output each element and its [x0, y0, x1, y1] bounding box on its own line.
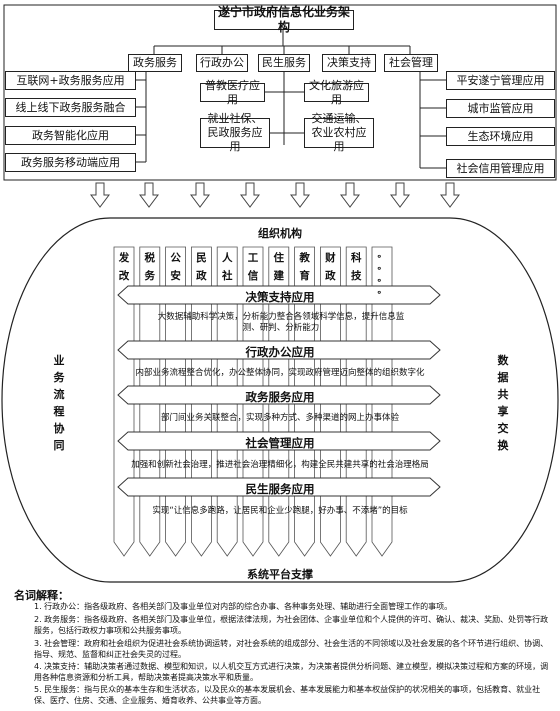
category-livelihood: 民生服务 [258, 54, 310, 72]
left-side-label: 业务流程协同 [52, 352, 66, 454]
department-label: 民政 [196, 252, 207, 282]
mid-app-culture-tourism: 文化旅游应用 [304, 79, 369, 106]
layer-decision-desc: 大数据辅助科学决策，分析能力整合各领域科学信息，提升信息监测、研判、分析能力 [157, 312, 405, 334]
department-label: 税务 [144, 252, 156, 282]
top-frame [3, 4, 557, 181]
right-app-3: 生态环境应用 [446, 127, 555, 146]
layer-admin-desc: 内部业务流程整合优化，办公整体协同，实现政府管理迈向整体的组织数字化 [135, 368, 425, 378]
category-decision: 决策支持 [322, 54, 376, 72]
architecture-title: 遂宁市政府信息化业务架构 [214, 5, 354, 34]
layer-banners [117, 285, 441, 497]
right-side-label-text: 数据共享交换 [497, 354, 509, 452]
department-label: 教育 [299, 252, 310, 282]
category-gov-service: 政务服务 [128, 54, 182, 72]
left-app-2: 线上线下政务服务融合 [5, 98, 136, 117]
department-label: 发改 [118, 252, 130, 282]
layer-banner [117, 431, 441, 451]
category-admin-office: 行政办公 [196, 54, 248, 72]
layer-banner [117, 340, 441, 360]
glossary-item-3: 3. 社会管理：政府和社会组织为促进社会系统协调运转，对社会系统的组成部分、社会… [34, 639, 549, 660]
department-label: 财政 [325, 252, 336, 282]
glossary-title: 名词解释： [14, 589, 69, 602]
department-label: 。。。。 [377, 250, 387, 296]
left-side-label-text: 业务流程协同 [53, 354, 65, 452]
left-app-3: 政务智能化应用 [5, 126, 136, 145]
right-app-2: 城市监管应用 [446, 99, 555, 118]
glossary-item-2: 2. 政务服务：指各级政府、各相关部门及事业单位，根据法律法规，为社会团体、企事… [34, 615, 549, 636]
platform-label: 系统平台支撑 [247, 568, 313, 581]
org-container [1, 217, 559, 583]
layer-banner [117, 477, 441, 497]
department-label: 人社 [221, 252, 233, 282]
mid-app-edu-medical: 普教医疗应用 [200, 79, 265, 106]
mid-app-transport: 交通运输、农业农村应用 [304, 112, 374, 153]
org-label: 组织机构 [258, 227, 302, 240]
right-app-4: 社会信用管理应用 [446, 159, 555, 178]
glossary-item-4: 4. 决策支持：辅助决策者通过数据、模型和知识，以人机交互方式进行决策，为决策者… [34, 662, 549, 683]
layer-admin-title: 行政办公应用 [245, 345, 315, 359]
mid-app-employment: 就业社保、民政服务应用 [200, 112, 270, 153]
left-app-1: 互联网+政务服务应用 [5, 71, 136, 90]
glossary-item-5: 5. 民生服务：指与民众的基本生存和生活状态，以及民众的基本发展机会、基本发展能… [34, 685, 541, 706]
glossary-item-1: 1. 行政办公：指各级政府、各相关部门及事业单位对内部的综合办事、各种事务处理、… [34, 602, 453, 611]
layer-social-desc: 加强和创新社会治理，推进社会治理精细化，构建全民共建共享的社会治理格局 [131, 460, 429, 470]
layer-livelihood-desc: 实现“让信息多跑路，让居民和企业少跑腿，好办事、不添堵”的目标 [152, 506, 408, 516]
layer-social-title: 社会管理应用 [245, 436, 315, 450]
department-label: 工信 [247, 252, 259, 282]
layer-decision-title: 决策支持应用 [245, 290, 315, 304]
layer-govservice-desc: 部门间业务关联整合，实现多种方式、多种渠道的网上办事体验 [160, 413, 399, 423]
left-app-4: 政务服务移动端应用 [5, 153, 136, 172]
layer-livelihood-title: 民生服务应用 [245, 482, 315, 496]
layer-banner [117, 285, 441, 305]
category-social-mgmt: 社会管理 [384, 54, 438, 72]
layer-banner [117, 385, 441, 405]
layer-govservice-title: 政务服务应用 [245, 390, 315, 404]
right-side-label: 数据共享交换 [496, 352, 510, 454]
department-label: 住建 [273, 252, 285, 282]
department-label: 公安 [170, 252, 181, 282]
department-label: 科技 [350, 252, 362, 282]
down-arrows [90, 182, 460, 208]
right-app-1: 平安遂宁管理应用 [446, 71, 555, 90]
